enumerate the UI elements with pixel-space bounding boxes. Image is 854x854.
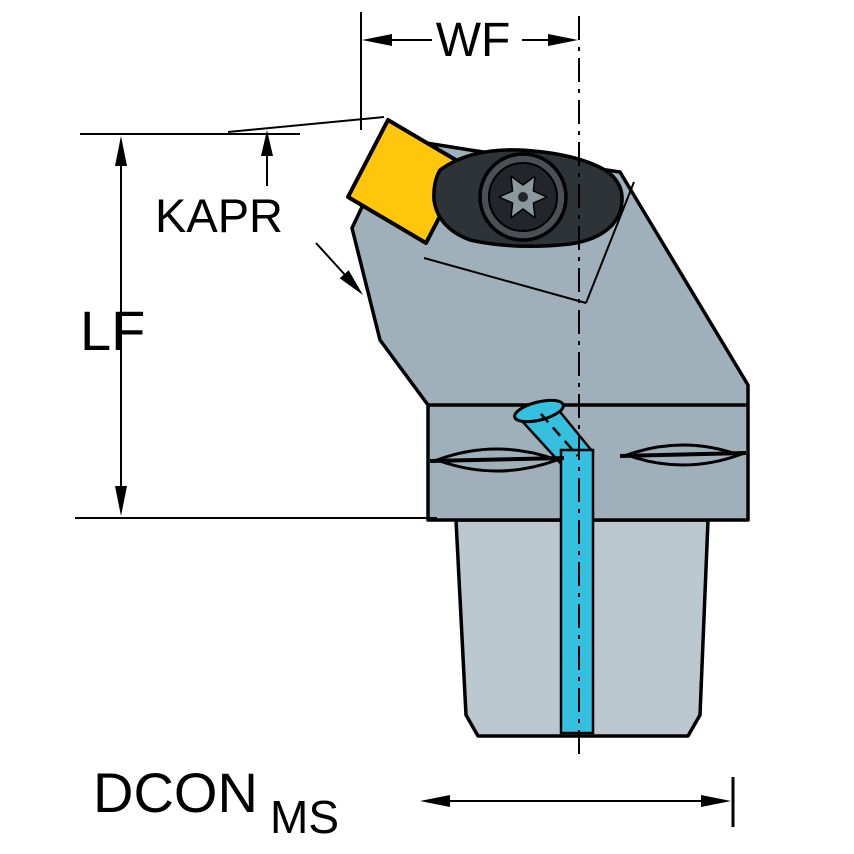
coolant-entry: [513, 398, 565, 424]
facet-line-pocket-right: [585, 181, 635, 304]
coolant-duct-vertical: [559, 448, 595, 735]
clamp-screw-left: [429, 447, 565, 473]
clamp-screw-right: [619, 443, 747, 467]
torx-screw-icon: [478, 152, 568, 242]
lf-dimension: LF: [75, 136, 437, 519]
kapr-angle-arrow-icon: [261, 130, 273, 156]
facet-line-pocket-left: [423, 257, 587, 304]
kapr-dimension: KAPR: [80, 116, 385, 295]
wf-arrow-left-icon: [362, 34, 392, 46]
kapr-edge-line: [227, 116, 385, 133]
lf-label: LF: [80, 299, 145, 362]
wf-label: WF: [436, 14, 511, 67]
lf-arrow-bottom-icon: [115, 486, 127, 516]
dcon-label: DCON: [93, 761, 258, 824]
kapr-pointer-arrow-icon: [339, 270, 363, 295]
dcon-arrow-right-icon: [701, 795, 731, 807]
coolant-centerline-angled: [540, 413, 579, 457]
lf-arrow-top-icon: [115, 136, 127, 166]
tool: [346, 118, 750, 738]
dcon-dimension: DCON MS: [93, 761, 735, 843]
kapr-label: KAPR: [155, 189, 283, 242]
wf-arrow-right-icon: [548, 34, 578, 46]
dcon-subscript: MS: [270, 791, 339, 843]
dcon-arrow-left-icon: [420, 795, 450, 807]
wf-dimension: WF: [360, 12, 578, 130]
